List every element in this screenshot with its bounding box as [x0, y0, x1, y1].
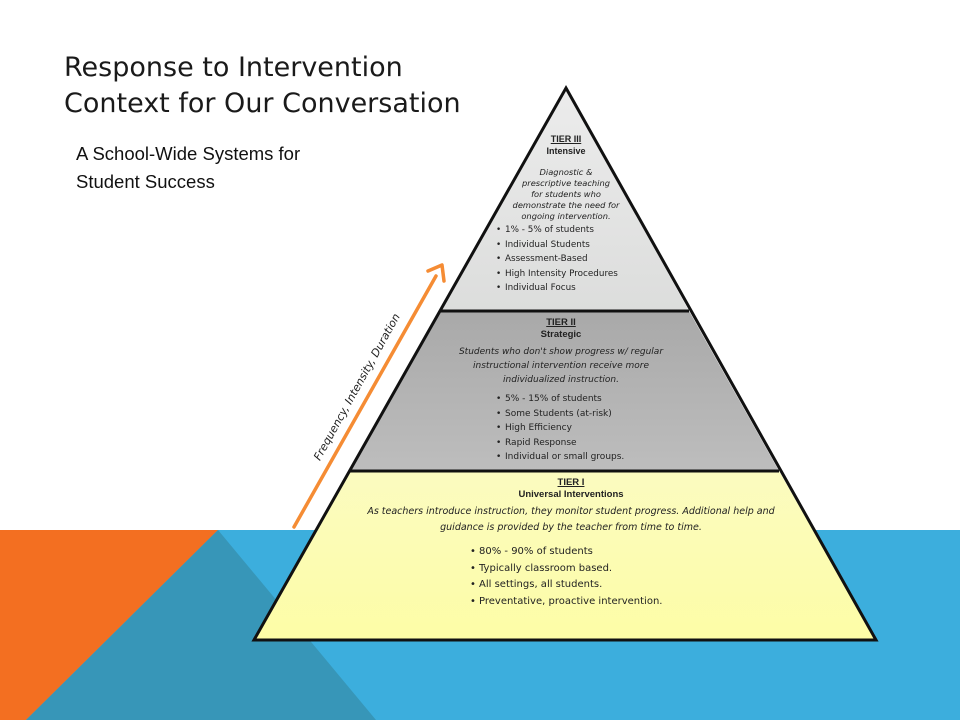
tier1-name: Universal Interventions: [518, 489, 624, 500]
tier3-desc-line: demonstrate the need for: [512, 200, 620, 210]
tier3-desc-line: ongoing intervention.: [521, 211, 611, 221]
tier2-label: TIER II: [546, 317, 576, 328]
tier3-bullet: Individual Focus: [496, 281, 646, 296]
tier2-name: Strategic: [540, 329, 582, 340]
tier3-bullet: 1% - 5% of students: [496, 223, 646, 238]
tier3-bullet: Individual Students: [496, 238, 646, 253]
tier1-bullet: Typically classroom based.: [470, 561, 811, 578]
tier2-desc-line: individualized instruction.: [503, 375, 619, 385]
tier2-text: TIER II Strategic Students who don't sho…: [431, 317, 691, 465]
tier2-description: Students who don't show progress w/ regu…: [431, 345, 691, 387]
intensity-arrow-head: [426, 263, 446, 283]
tier1-bullet: All settings, all students.: [470, 577, 811, 594]
tier2-desc-line: Students who don't show progress w/ regu…: [458, 347, 664, 357]
tier2-bullet: Some Students (at-risk): [496, 407, 691, 422]
tier3-label: TIER III: [550, 134, 582, 144]
tier1-label: TIER I: [557, 477, 585, 488]
tier3-desc-line: prescriptive teaching: [522, 178, 610, 188]
tier2-bullet: Rapid Response: [496, 436, 691, 451]
slide-title-line2: Context for Our Conversation: [64, 88, 461, 119]
tier2-bullet: 5% - 15% of students: [496, 392, 691, 407]
pyramid-outline: [251, 84, 879, 642]
tier1-text: TIER I Universal Interventions As teache…: [331, 477, 811, 610]
tier3-bullet: Assessment-Based: [496, 252, 646, 267]
bg-teal-shape: [26, 530, 376, 720]
tier1-bullets: 80% - 90% of students Typically classroo…: [470, 544, 811, 610]
intensity-arrow: [292, 274, 438, 529]
tier1-description: As teachers introduce instruction, they …: [331, 504, 811, 536]
tier1-bullet: 80% - 90% of students: [470, 544, 811, 561]
tier2-desc-line: instructional intervention receive more: [473, 361, 649, 371]
tier3-text: TIER III Intensive Diagnostic & prescrip…: [486, 133, 646, 296]
bg-orange-shape: [0, 530, 218, 720]
tier3-description: Diagnostic & prescriptive teaching for s…: [486, 167, 646, 222]
tier2-bullet: High Efficiency: [496, 421, 691, 436]
slide-title: Response to Intervention Context for Our…: [64, 50, 461, 122]
tier1-desc-line: As teachers introduce instruction, they …: [367, 506, 775, 517]
slide-subtitle-line1: A School-Wide Systems for: [76, 143, 301, 164]
tier2-bullets: 5% - 15% of students Some Students (at-r…: [496, 392, 691, 465]
tier1-desc-line: guidance is provided by the teacher from…: [440, 522, 702, 533]
slide-subtitle-line2: Student Success: [76, 171, 215, 192]
tier3-bullet: High Intensity Procedures: [496, 267, 646, 282]
slide-title-line1: Response to Intervention: [64, 52, 403, 83]
tier3-desc-line: for students who: [531, 189, 601, 199]
tier3-bullets: 1% - 5% of students Individual Students …: [496, 223, 646, 296]
tier2-bullet: Individual or small groups.: [496, 450, 691, 465]
tier1-bullet: Preventative, proactive intervention.: [470, 594, 811, 611]
tier3-name: Intensive: [546, 146, 586, 156]
slide-subtitle: A School-Wide Systems for Student Succes…: [76, 140, 300, 196]
tier3-desc-line: Diagnostic &: [539, 167, 593, 177]
